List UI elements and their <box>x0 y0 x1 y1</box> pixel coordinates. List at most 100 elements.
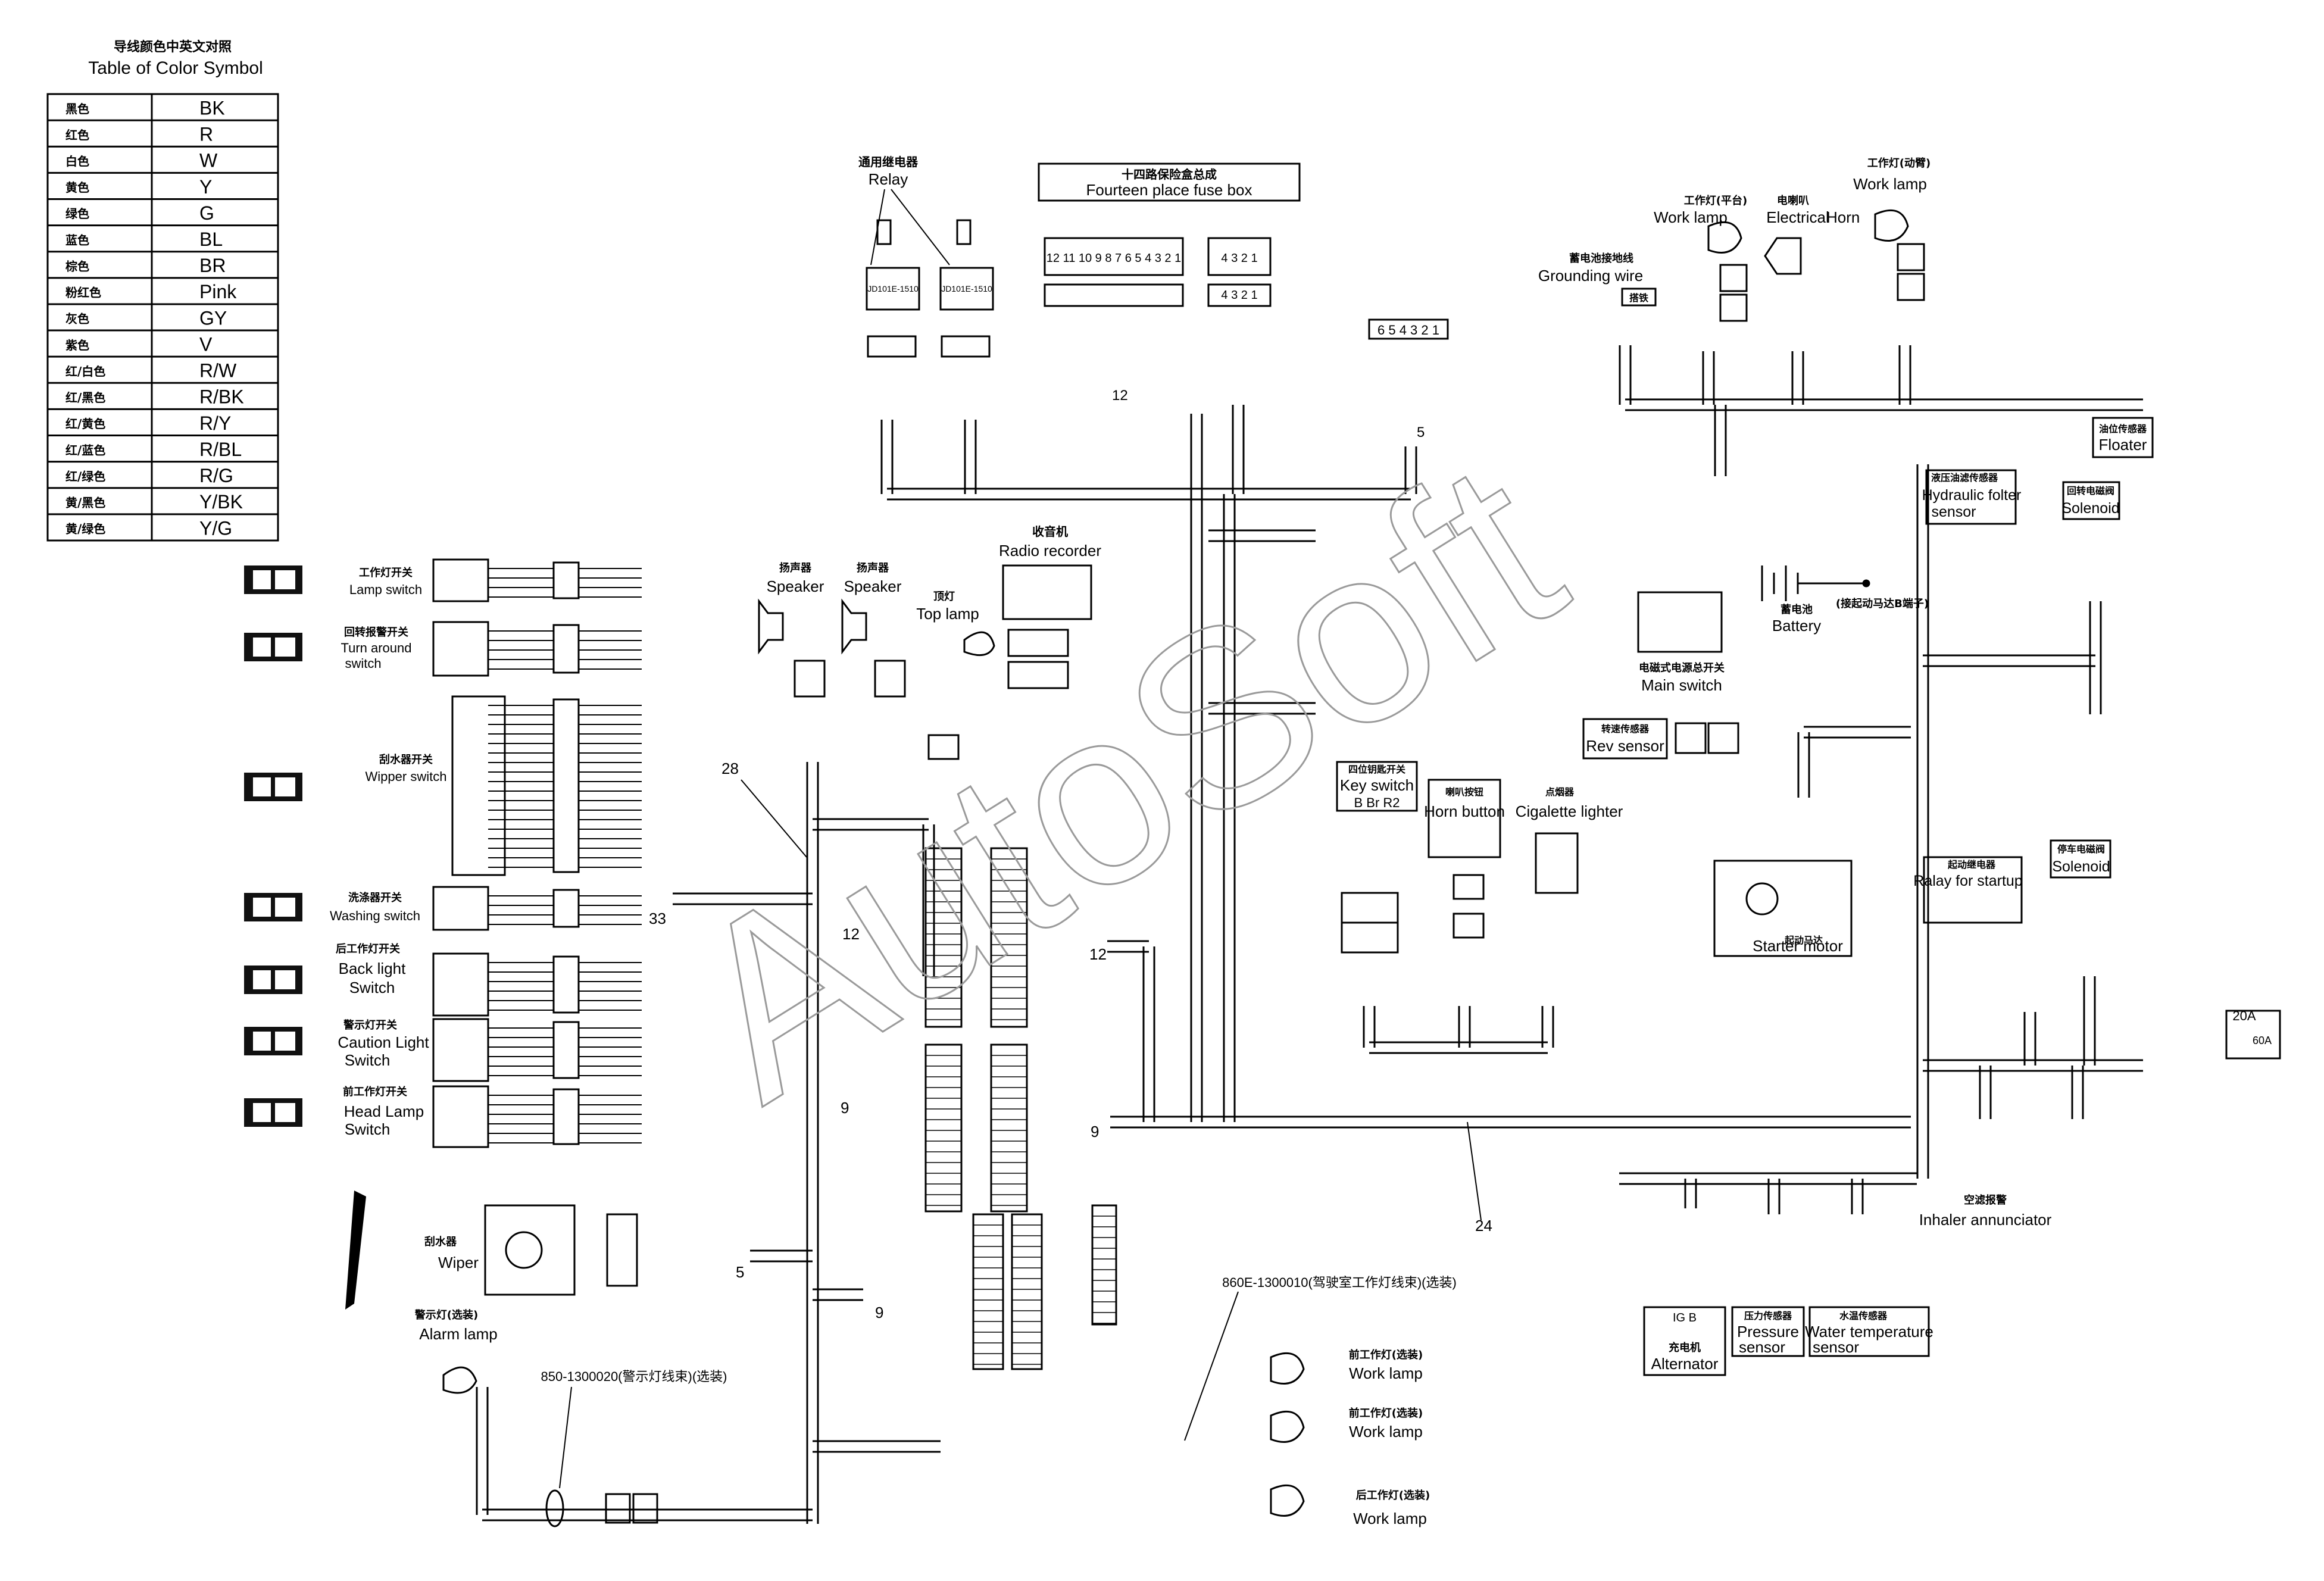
switch-box <box>432 621 489 677</box>
speaker-a-label: Speaker <box>767 577 824 595</box>
color-row-code: R/BK <box>199 386 244 408</box>
water-sensor-label: Water temperature <box>1805 1323 1933 1341</box>
bundle-28: 28 <box>721 760 739 777</box>
horn-label: Electrical <box>1766 208 1829 226</box>
alternator-label: Alternator <box>1651 1355 1719 1373</box>
color-row-code: GY <box>199 307 227 329</box>
color-row-code: Pink <box>199 281 237 302</box>
switch-symbol-icon <box>244 1098 302 1127</box>
color-row-code: R/Y <box>199 413 231 434</box>
horn-button-label: Horn button <box>1424 802 1505 820</box>
horn-label-2: Horn <box>1826 208 1860 226</box>
bundle-12c: 12 <box>1089 945 1107 963</box>
bundle-5b: 5 <box>1417 424 1425 440</box>
turn-switch-label-zh: 回转报警开关 <box>344 626 408 639</box>
color-row-zh: 红/黄色 <box>65 417 105 431</box>
washing-switch-label-zh: 洗涤器开关 <box>348 891 402 904</box>
color-row-code: G <box>199 202 214 224</box>
turn-switch-label-1: Turn around <box>341 640 411 655</box>
starter-motor-label: Starter motor <box>1753 937 1843 955</box>
color-row-code: R/W <box>199 360 237 382</box>
relay-b <box>939 267 994 311</box>
relay-label-zh: 通用继电器 <box>858 155 919 169</box>
connector-block <box>924 1043 963 1213</box>
color-row-zh: 红/蓝色 <box>65 443 105 457</box>
svg-text:前工作灯(选装): 前工作灯(选装) <box>1349 1348 1423 1361</box>
svg-text:转速传感器: 转速传感器 <box>1601 723 1650 735</box>
battery-icon <box>1761 565 1870 601</box>
color-row-zh: 灰色 <box>65 312 89 326</box>
connector-block <box>990 847 1028 1028</box>
top-lamp-icon <box>963 631 995 657</box>
bundle-9c: 9 <box>875 1304 883 1321</box>
color-row-zh: 棕色 <box>65 259 89 273</box>
svg-text:电喇叭: 电喇叭 <box>1777 194 1809 207</box>
switch-symbol-icon <box>244 565 302 594</box>
color-row-zh: 白色 <box>65 154 89 168</box>
wiper-switch-label-zh: 刮水器开关 <box>379 753 433 766</box>
svg-text:扬声器: 扬声器 <box>857 561 889 574</box>
svg-text:四位钥匙开关: 四位钥匙开关 <box>1348 764 1405 775</box>
svg-text:(接起动马达B端子): (接起动马达B端子) <box>1836 597 1929 610</box>
switch-icons <box>244 565 302 1127</box>
bundle-5: 5 <box>736 1263 744 1281</box>
work-lamp-boom-label: Work lamp <box>1853 175 1927 193</box>
svg-text:前工作灯(选装): 前工作灯(选装) <box>1349 1407 1423 1420</box>
back-light-switch-label-2: Switch <box>349 979 395 996</box>
color-row-code: BR <box>199 255 226 276</box>
harness-b-label: 850-1300020(警示灯线束)(选装) <box>541 1369 727 1384</box>
fuse-box-label-zh: 十四路保险盒总成 <box>1122 167 1217 182</box>
speaker-b-label: Speaker <box>844 577 902 595</box>
color-row-code: V <box>199 333 213 355</box>
work-lamp-boom-icon <box>1874 209 1909 242</box>
color-row-zh: 黄色 <box>65 180 89 195</box>
work-lamp-front1-label: Work lamp <box>1349 1364 1423 1382</box>
svg-text:工作灯(平台): 工作灯(平台) <box>1684 194 1747 207</box>
work-lamp-rear-icon <box>1270 1484 1305 1517</box>
switch-symbol-icon <box>244 773 302 801</box>
switch-symbol-icon <box>244 966 302 994</box>
harness-a-label: 860E-1300010(驾驶室工作灯线束)(选装) <box>1222 1275 1457 1290</box>
hydraulic-sensor-label: Hydraulic folter <box>1922 487 2022 504</box>
svg-text:搭铁: 搭铁 <box>1629 292 1648 304</box>
fuse-box: 十四路保险盒总成 Fourteen place fuse box 12 11 1… <box>1038 163 1301 307</box>
svg-text:4 3 2 1: 4 3 2 1 <box>1221 289 1257 302</box>
svg-text:顶灯: 顶灯 <box>933 590 955 603</box>
caution-switch-label-1: Caution Light <box>338 1033 429 1051</box>
speaker-b-icon <box>841 598 867 655</box>
terminal-block: 6 5 4 3 2 1 <box>1368 318 1449 340</box>
wiper-blade-icon <box>345 1191 366 1310</box>
color-row-zh: 红/白色 <box>65 364 105 379</box>
color-row-code: R <box>199 124 213 145</box>
terminal-block-numbers: 6 5 4 3 2 1 <box>1377 323 1439 338</box>
svg-text:sensor: sensor <box>1739 1338 1785 1356</box>
radio-recorder: 收音机 Radio recorder <box>999 524 1101 689</box>
bottom-left-components: 刮水器 Wiper 警示灯(选装) Alarm lamp 850-1300020… <box>345 1191 1457 1527</box>
svg-text:蓄电池: 蓄电池 <box>1781 603 1813 616</box>
solenoid-a-label: Solenoid <box>2061 500 2119 517</box>
color-row-zh: 红/绿色 <box>65 469 105 483</box>
svg-text:停车电磁阀: 停车电磁阀 <box>2057 843 2105 855</box>
work-lamp-front2-icon <box>1270 1410 1305 1443</box>
color-row-code: R/BL <box>199 439 242 460</box>
alarm-lamp-icon <box>442 1366 477 1394</box>
color-row-zh: 黄/绿色 <box>65 522 105 536</box>
svg-text:起动马达: 起动马达 <box>1784 935 1823 946</box>
svg-text:空滤报警: 空滤报警 <box>1964 1193 2007 1207</box>
caution-switch-label-zh: 警示灯开关 <box>343 1018 397 1032</box>
relay-label: Relay <box>869 170 908 188</box>
svg-text:充电机: 充电机 <box>1669 1341 1701 1354</box>
rev-sensor-label: Rev sensor <box>1586 737 1664 755</box>
speakers: 扬声器 Speaker 扬声器 Speaker 顶灯 Top lamp <box>758 561 995 760</box>
connector-block <box>924 847 963 1028</box>
svg-text:sensor: sensor <box>1813 1338 1859 1356</box>
inhaler-label: Inhaler annunciator <box>1919 1211 2052 1229</box>
harness-trunks <box>476 345 2143 1524</box>
switch-box <box>432 558 489 602</box>
svg-text:点烟器: 点烟器 <box>1545 786 1575 798</box>
wiper-switch-label: Wipper switch <box>366 769 447 784</box>
svg-text:液压油滤传感器: 液压油滤传感器 <box>1931 472 1998 483</box>
work-lamp-front2-label: Work lamp <box>1349 1423 1423 1441</box>
lighter-label: Cigalette lighter <box>1516 802 1623 820</box>
